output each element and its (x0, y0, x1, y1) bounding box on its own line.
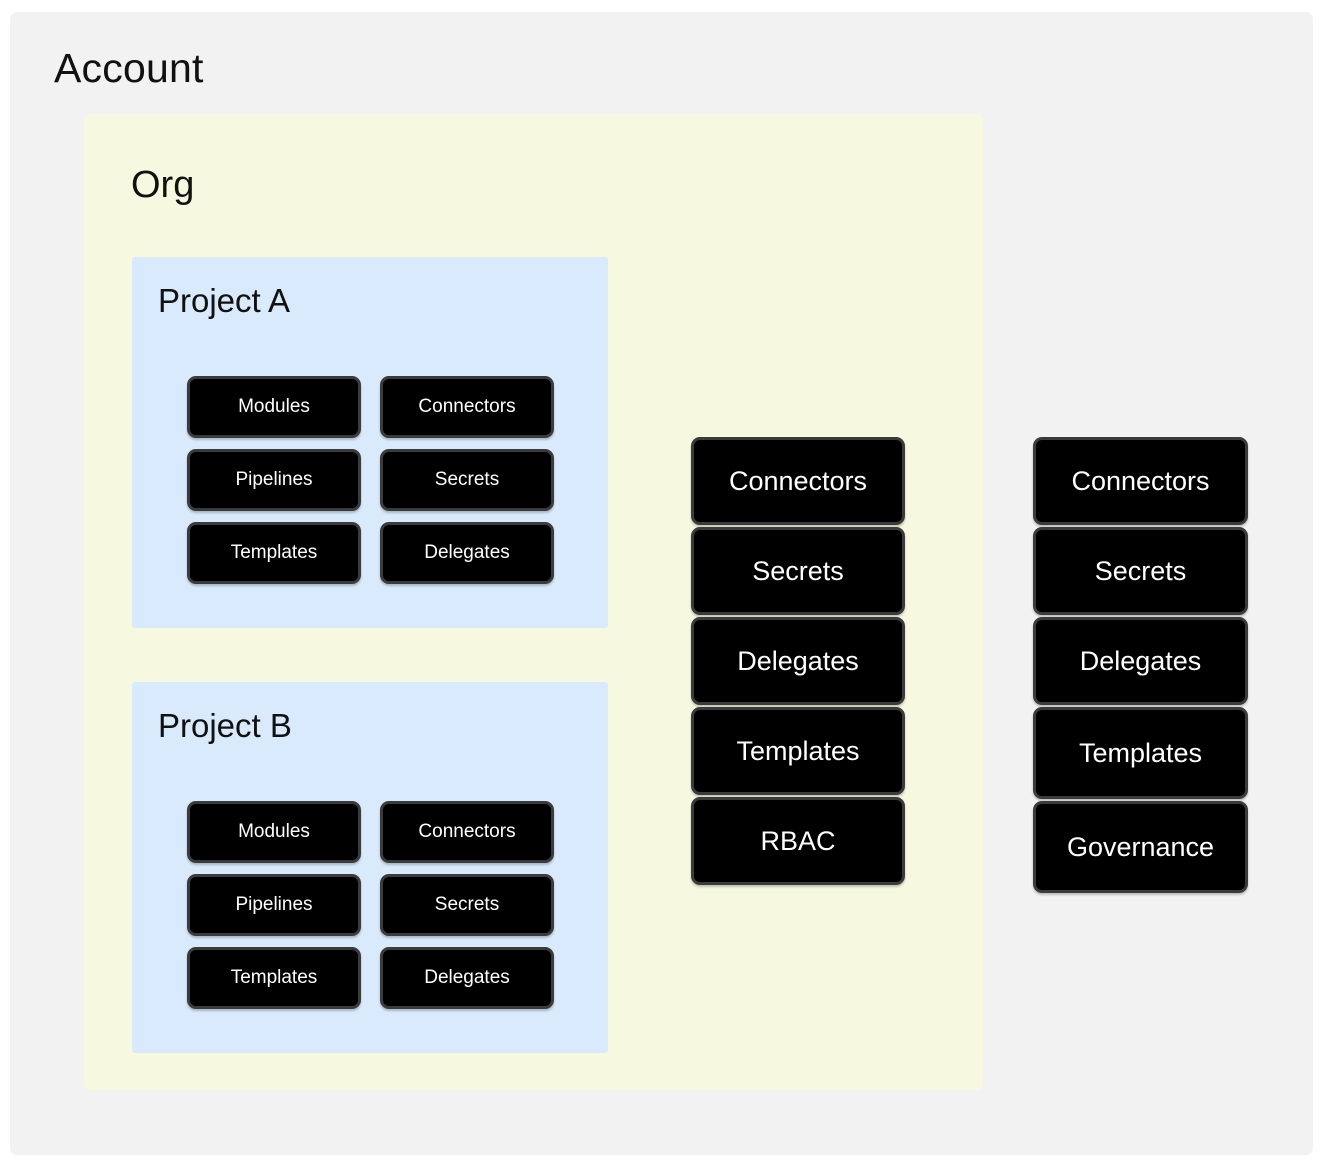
node-project-b-delegates[interactable]: Delegates (380, 947, 554, 1009)
node-project-a-pipelines[interactable]: Pipelines (187, 449, 361, 511)
node-label: Secrets (752, 555, 844, 586)
node-label: Secrets (1094, 555, 1187, 586)
node-label: Templates (230, 967, 318, 988)
node-account-connectors[interactable]: Connectors (1033, 437, 1248, 525)
node-org-secrets[interactable]: Secrets (691, 527, 905, 615)
org-container: Org Project A Modules Pipelines Template… (84, 114, 983, 1090)
node-label: Secrets (434, 894, 500, 915)
node-org-templates[interactable]: Templates (691, 707, 905, 795)
node-label: Connectors (418, 821, 516, 842)
node-label: Modules (238, 821, 310, 842)
node-label: Connectors (418, 396, 516, 417)
node-project-b-pipelines[interactable]: Pipelines (187, 874, 361, 936)
project-container-b: Project B Modules Pipelines Templates Co… (132, 682, 608, 1053)
node-project-b-connectors[interactable]: Connectors (380, 801, 554, 863)
node-label: Delegates (424, 967, 510, 988)
node-account-governance[interactable]: Governance (1033, 801, 1248, 893)
org-title: Org (131, 164, 195, 206)
node-label: Connectors (1071, 465, 1210, 496)
project-a-title: Project A (158, 282, 291, 319)
node-org-rbac[interactable]: RBAC (691, 797, 905, 885)
node-project-a-templates[interactable]: Templates (187, 522, 361, 584)
node-org-delegates[interactable]: Delegates (691, 617, 905, 705)
node-project-b-modules[interactable]: Modules (187, 801, 361, 863)
org-resource-stack: Connectors Secrets Delegates Templates R… (691, 437, 905, 887)
node-account-delegates[interactable]: Delegates (1033, 617, 1248, 705)
node-label: Connectors (728, 465, 868, 496)
node-label: RBAC (760, 825, 836, 856)
node-label: Delegates (424, 542, 510, 563)
account-resource-stack: Connectors Secrets Delegates Templates G… (1033, 437, 1248, 895)
node-label: Modules (238, 396, 310, 417)
node-project-a-delegates[interactable]: Delegates (380, 522, 554, 584)
node-label: Delegates (737, 645, 859, 676)
node-account-secrets[interactable]: Secrets (1033, 527, 1248, 615)
node-project-b-templates[interactable]: Templates (187, 947, 361, 1009)
project-container-a: Project A Modules Pipelines Templates Co… (132, 257, 608, 628)
node-label: Pipelines (235, 894, 313, 915)
node-org-connectors[interactable]: Connectors (691, 437, 905, 525)
node-project-a-connectors[interactable]: Connectors (380, 376, 554, 438)
node-label: Governance (1066, 831, 1215, 862)
node-label: Templates (1078, 737, 1203, 768)
node-project-a-secrets[interactable]: Secrets (380, 449, 554, 511)
node-account-templates[interactable]: Templates (1033, 707, 1248, 799)
account-container: Account Org Project A Modules Pipelines … (10, 12, 1313, 1155)
account-title: Account (54, 45, 204, 91)
node-label: Secrets (434, 469, 500, 490)
node-label: Templates (736, 735, 860, 766)
project-b-title: Project B (158, 707, 292, 744)
node-label: Delegates (1079, 645, 1202, 676)
node-label: Pipelines (235, 469, 313, 490)
node-label: Templates (230, 542, 318, 563)
node-project-a-modules[interactable]: Modules (187, 376, 361, 438)
node-project-b-secrets[interactable]: Secrets (380, 874, 554, 936)
